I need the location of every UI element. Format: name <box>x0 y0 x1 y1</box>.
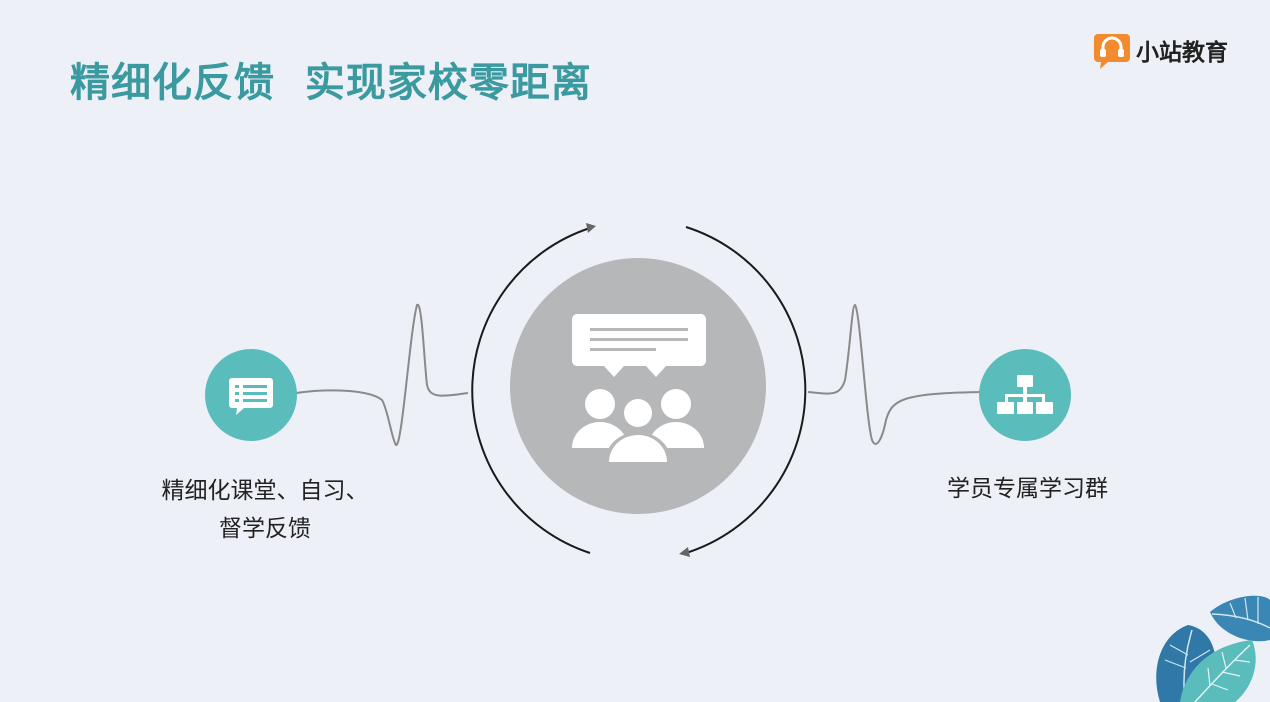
brand-name: 小站教育 <box>1136 40 1228 66</box>
group-discussion-icon <box>572 314 706 462</box>
cycle-arc-right <box>685 226 807 554</box>
message-list-icon <box>229 378 273 415</box>
brand-logo: 小站教育 <box>1092 30 1228 70</box>
arrow-head-bottom <box>679 547 690 557</box>
cycle-arc-left <box>471 227 591 554</box>
org-chart-icon <box>997 375 1053 414</box>
center-circle <box>510 258 766 514</box>
feedback-label: 精细化课堂、自习、 督学反馈 <box>140 472 390 548</box>
pulse-line-left <box>295 303 469 447</box>
feedback-label-line2: 督学反馈 <box>219 516 311 542</box>
headset-chat-icon <box>1094 34 1130 69</box>
slide-title: 精细化反馈 实现家校零距离 <box>70 60 592 106</box>
study-group-label: 学员专属学习群 <box>947 476 1108 502</box>
feedback-label-line1: 精细化课堂、自习、 <box>161 478 369 504</box>
leaf-decoration <box>1156 595 1270 702</box>
arrow-head-top <box>586 223 596 233</box>
pulse-line-right <box>807 303 986 445</box>
